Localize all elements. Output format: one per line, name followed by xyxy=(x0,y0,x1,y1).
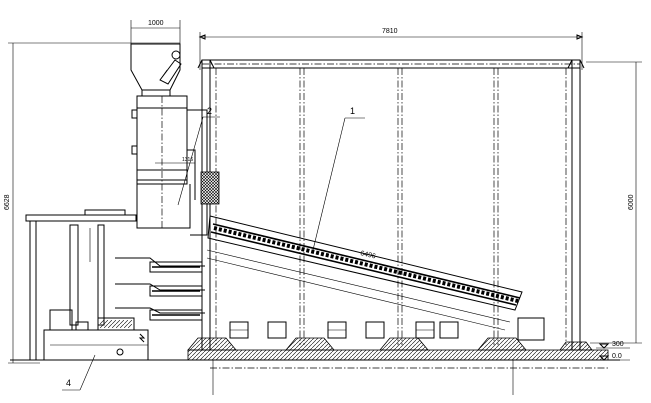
inclined-conveyor: 6496 xyxy=(206,215,523,331)
level-text-0: 0.0 xyxy=(612,353,622,360)
dimension-hopper-width: 1000 xyxy=(130,20,181,44)
level-marker-0: 0.0 xyxy=(596,353,630,361)
dimension-overall-width: 7810 xyxy=(198,28,584,70)
steel-frame xyxy=(197,59,585,351)
callout-4-label: 4 xyxy=(66,378,71,388)
callout-2: 2 xyxy=(177,106,220,206)
hydraulic-unit xyxy=(43,309,149,361)
dimension-overall-height: 6628 xyxy=(4,42,180,364)
collection-bins xyxy=(229,317,545,341)
footings xyxy=(187,337,593,351)
dimension-frame-height: 6000 xyxy=(586,61,642,344)
callout-4: 4 xyxy=(62,354,96,391)
dim-text-6000: 6000 xyxy=(628,194,635,210)
aux-platform xyxy=(25,209,137,360)
callout-2-label: 2 xyxy=(207,106,212,116)
transfer-chute xyxy=(187,109,220,236)
dim-text-1000: 1000 xyxy=(148,20,164,27)
dim-text-6628: 6628 xyxy=(4,194,11,210)
roller-racks xyxy=(115,257,205,321)
callout-1: 1 xyxy=(312,106,365,251)
ground xyxy=(10,349,620,395)
level-marker-300: 300 xyxy=(596,341,630,349)
dim-text-6496: 6496 xyxy=(360,250,377,260)
level-text-300: 300 xyxy=(612,341,624,348)
dim-text-7810: 7810 xyxy=(382,28,398,35)
feed-hopper xyxy=(130,43,191,229)
callout-1-label: 1 xyxy=(350,106,355,116)
dimension-inner-gap: 1316 xyxy=(155,157,195,164)
dim-text-1316: 1316 xyxy=(182,157,193,163)
